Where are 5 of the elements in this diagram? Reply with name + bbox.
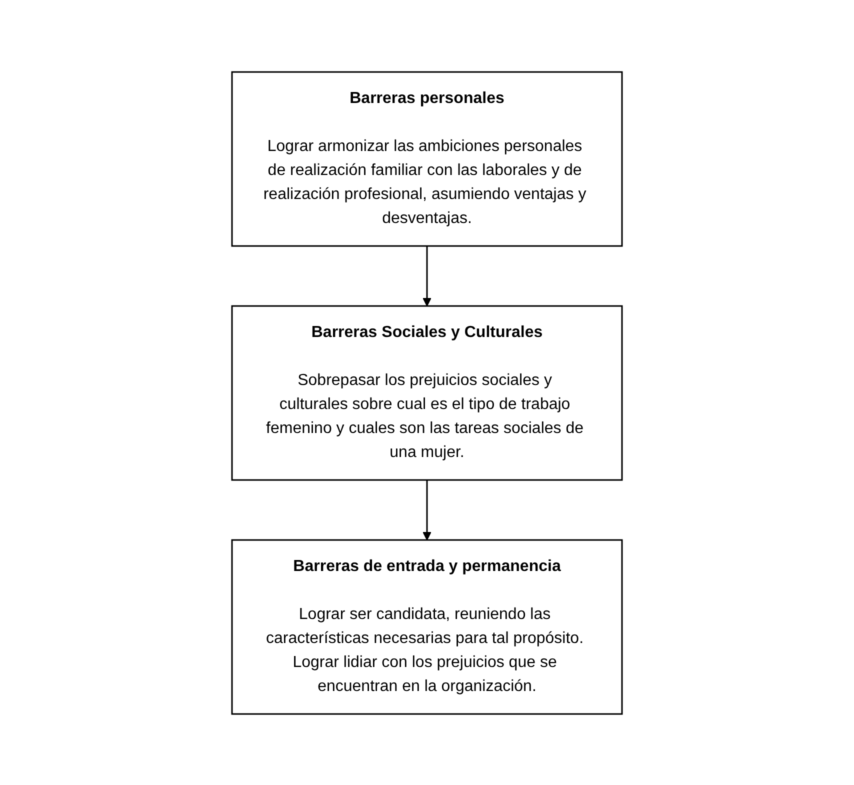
arrow	[422, 480, 432, 540]
node-box: Barreras Sociales y Culturales Sobrepasar los prejuicios sociales y culturales sobre cual es el tipo de trabajo femenino y cuales son las tareas sociales de una mujer.	[231, 304, 623, 480]
node-box: Barreras de entrada y permanencia Lograr ser candidata, reuniendo las características necesarias para tal propósito. Lograr lidiar con los prejuicios que se encuentran en la organización.	[231, 538, 623, 714]
arrow	[422, 246, 432, 306]
node-box: Barreras personales Lograr armonizar las ambiciones personales de realización familiar con las laborales y de realización profesional, asumiendo ventajas y desventajas.	[231, 70, 623, 246]
